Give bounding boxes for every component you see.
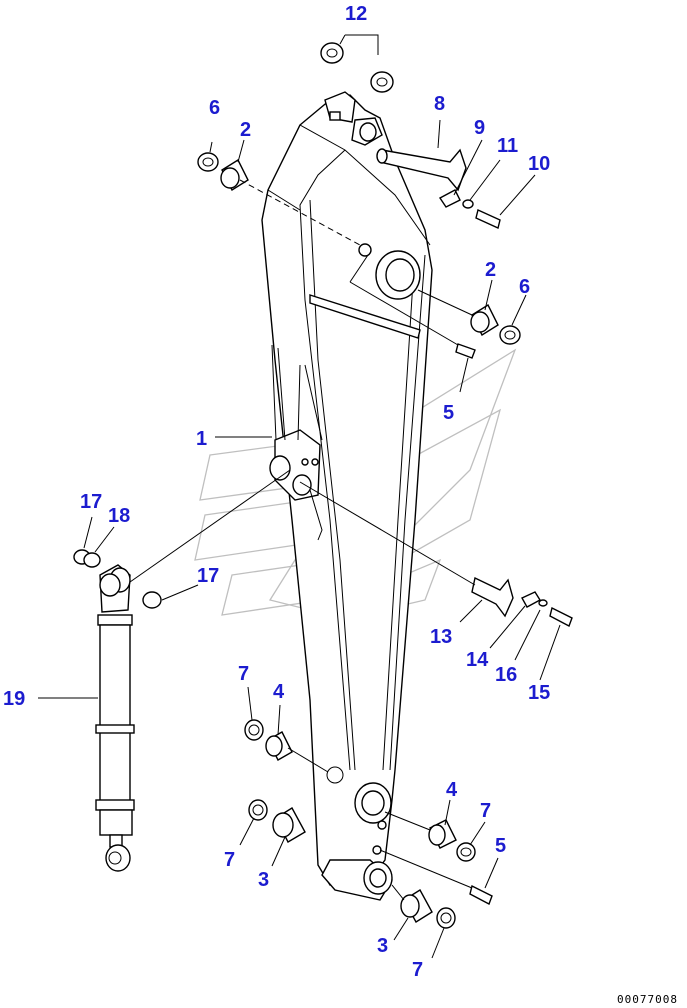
callout-3-right: 3 <box>377 935 388 957</box>
arm-assembly <box>261 91 433 901</box>
seals-bushings-lower-left <box>239 686 329 867</box>
seals-bushings-lower-right <box>379 799 499 959</box>
callout-13: 13 <box>430 626 452 648</box>
callout-6-right: 6 <box>519 276 530 298</box>
pin-and-bolt-part-8-10 <box>376 119 536 229</box>
callout-1: 1 <box>196 428 207 450</box>
callout-7-right: 7 <box>480 800 491 822</box>
callout-9: 9 <box>474 117 485 139</box>
callout-5-upper: 5 <box>443 402 454 424</box>
callout-11: 11 <box>497 135 518 157</box>
callout-15: 15 <box>528 682 550 704</box>
drawing-number: 00077008 <box>617 993 678 1006</box>
callout-5-lower: 5 <box>495 835 506 857</box>
callout-16: 16 <box>495 664 517 686</box>
callout-19: 19 <box>3 688 25 710</box>
callout-4-right: 4 <box>446 779 458 801</box>
callout-2-top: 2 <box>240 119 251 141</box>
callout-18: 18 <box>108 505 130 527</box>
shims-part-17-18 <box>73 516 199 609</box>
callout-14: 14 <box>466 649 489 671</box>
callout-7-lower-left: 7 <box>224 849 235 871</box>
pin-and-bolt-part-13-16 <box>299 481 573 681</box>
callout-3-left: 3 <box>258 869 269 891</box>
callout-17-left: 17 <box>80 491 102 513</box>
seal-and-bushing-top-left <box>197 139 361 246</box>
shims-part-12 <box>320 34 394 93</box>
callout-7-upper-left: 7 <box>238 663 249 685</box>
callout-7-bottom: 7 <box>412 959 423 981</box>
callout-8: 8 <box>434 93 445 115</box>
callout-4-left: 4 <box>273 681 285 703</box>
callout-6-top: 6 <box>209 97 220 119</box>
callout-12: 12 <box>345 3 367 25</box>
arm-cylinder-part-19 <box>38 469 291 872</box>
bushing-seal-fitting-right <box>349 254 527 393</box>
callout-10: 10 <box>528 153 550 175</box>
callout-2-right: 2 <box>485 259 496 281</box>
callout-labels: 12 6 2 8 9 11 10 2 6 5 1 17 18 17 13 14 … <box>3 3 550 981</box>
callout-17-right: 17 <box>197 565 219 587</box>
